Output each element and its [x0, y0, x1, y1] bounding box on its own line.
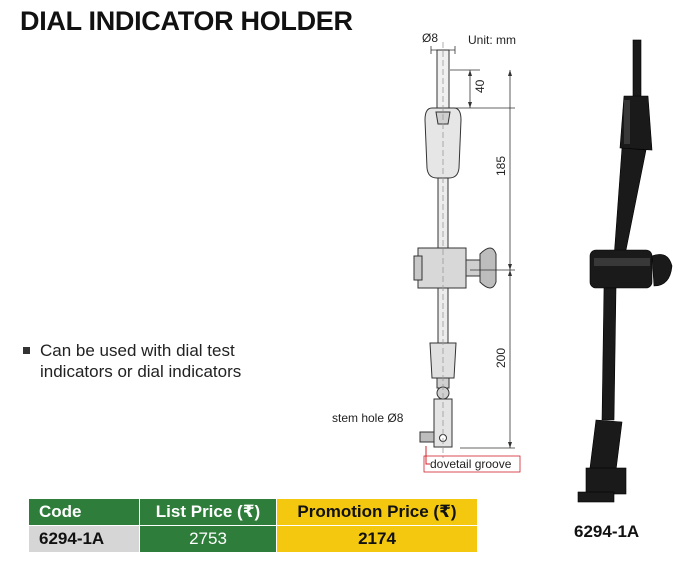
- price-table-header: Code List Price (₹) Promotion Price (₹): [28, 498, 478, 526]
- top-diameter-label: Ø8: [422, 31, 438, 45]
- page-title: DIAL INDICATOR HOLDER: [20, 6, 353, 36]
- header-promotion-price: Promotion Price (₹): [276, 498, 478, 526]
- unit-label: Unit: mm: [468, 33, 516, 47]
- feature-bullet: Can be used with dial test indicators or…: [20, 340, 320, 382]
- dim-200-label: 200: [494, 348, 508, 368]
- dim-185-label: 185: [494, 156, 508, 176]
- photo-caption: 6294-1A: [574, 522, 640, 541]
- header-list-price: List Price (₹): [139, 498, 277, 526]
- cell-code: 6294-1A: [28, 525, 140, 553]
- price-table: Code List Price (₹) Promotion Price (₹) …: [28, 498, 478, 553]
- dovetail-label: dovetail groove: [430, 457, 512, 471]
- stem-hole-label: stem hole Ø8: [332, 411, 404, 425]
- technical-drawing: Ø8 Unit: mm 40 185 200 stem hole Ø8 dove…: [332, 31, 521, 473]
- table-row: 6294-1A 2753 2174: [28, 525, 478, 553]
- feature-line-2: indicators or dial indicators: [40, 362, 242, 381]
- header-code: Code: [28, 498, 140, 526]
- feature-line-1: Can be used with dial test: [40, 341, 235, 360]
- bullet-square-icon: [23, 347, 30, 354]
- cell-promotion-price: 2174: [276, 525, 478, 553]
- dim-40-label: 40: [473, 79, 487, 93]
- cell-list-price: 2753: [139, 525, 277, 553]
- product-photo: [577, 39, 673, 503]
